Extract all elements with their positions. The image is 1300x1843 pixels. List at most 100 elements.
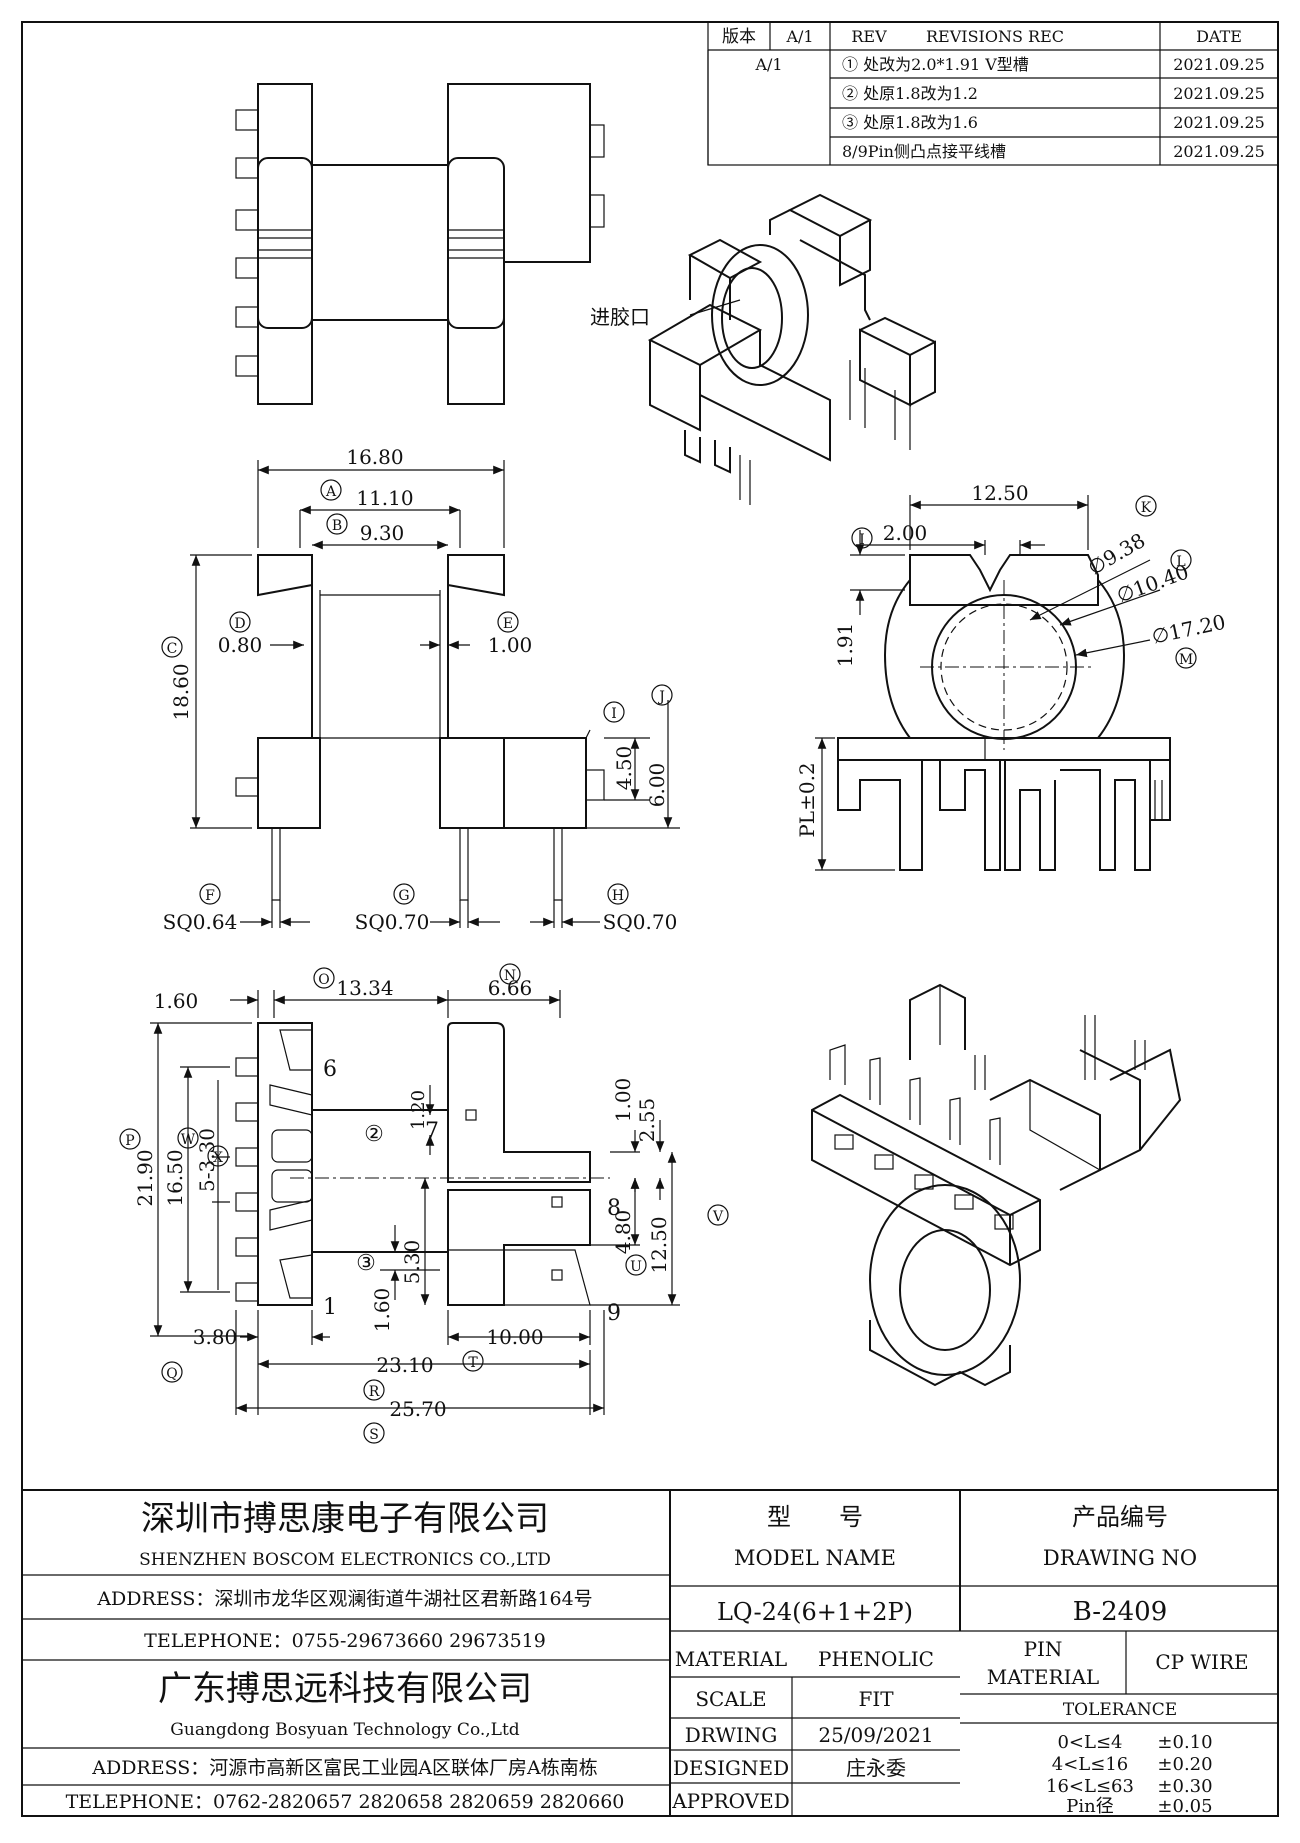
company2-name-cn: 广东搏思远科技有限公司	[158, 1669, 532, 1709]
drawing-date-value: 25/09/2021	[818, 1723, 933, 1747]
svg-text:C: C	[167, 641, 178, 657]
tag-n: N	[499, 963, 521, 985]
model-label-cn: 型 号	[767, 1503, 863, 1531]
rev-col-header: REV	[851, 27, 887, 46]
isometric-view-top: 进胶口	[590, 193, 936, 505]
sheet-border	[21, 21, 1279, 1817]
tag-w: W	[177, 1127, 199, 1149]
rev-row1-rev: A/1	[754, 55, 782, 74]
title-block: 深圳市搏思康电子有限公司 SHENZHEN BOSCOM ELECTRONICS…	[22, 1489, 1278, 1817]
drawing-no-label-cn: 产品编号	[1072, 1503, 1168, 1531]
svg-text:X: X	[213, 1150, 223, 1166]
tolerance-value-2: ±0.20	[1157, 1754, 1212, 1775]
scale-label: SCALE	[695, 1687, 766, 1711]
revision-table: 版本 A/1 REV REVISIONS REC DATE A/1 ① 处改为2…	[707, 21, 1279, 166]
svg-text:U: U	[630, 1259, 642, 1275]
dim-2-55: 2.55	[635, 1098, 659, 1143]
svg-text:Q: Q	[166, 1366, 177, 1382]
rev-rec-header: REVISIONS REC	[926, 27, 1064, 46]
svg-text:I: I	[859, 532, 865, 548]
company-telephone: TELEPHONE：0755-29673660 29673519	[144, 1630, 546, 1652]
rev-edition-value: A/1	[785, 27, 813, 46]
dim-1-00-bottom: 1.00	[611, 1078, 635, 1123]
tolerance-range-4: Pin径	[1066, 1796, 1113, 1817]
tolerance-range-1: 0<L≤4	[1057, 1732, 1122, 1753]
svg-text:D: D	[234, 616, 245, 632]
dim-16-80: 16.80	[346, 445, 403, 469]
rev-row4-date: 2021.09.25	[1173, 142, 1265, 161]
svg-text:J: J	[657, 689, 665, 705]
dim-5-30: 5.30	[400, 1240, 424, 1285]
tag-l: L	[1170, 549, 1192, 571]
dim-6-66: 6.66	[488, 976, 533, 1000]
tolerance-label: TOLERANCE	[1063, 1700, 1177, 1720]
svg-text:N: N	[504, 968, 516, 984]
pin-label-6: 6	[323, 1057, 337, 1082]
dim-4-80: 4.80	[611, 1210, 635, 1255]
pin-material-value: CP WIRE	[1155, 1650, 1248, 1674]
dim-1-20: 1.20	[408, 1090, 429, 1130]
svg-text:V: V	[712, 1209, 724, 1225]
company-name-cn: 深圳市搏思康电子有限公司	[141, 1499, 549, 1539]
dim-0-80: 0.80	[218, 633, 263, 657]
dim-1-60-top: 1.60	[154, 989, 199, 1013]
tag-j: J	[651, 684, 673, 706]
tag-u: U	[625, 1254, 647, 1276]
pin-material-label-2: MATERIAL	[987, 1665, 1099, 1689]
isometric-view-bottom	[811, 983, 1182, 1387]
dim-4-50: 4.50	[612, 746, 636, 791]
tag-q: Q	[161, 1361, 183, 1383]
designed-value: 庄永委	[846, 1756, 906, 1780]
dim-21-90: 21.90	[133, 1149, 157, 1206]
rev-row1-date: 2021.09.25	[1173, 55, 1265, 74]
tolerance-value-3: ±0.30	[1157, 1776, 1212, 1797]
tag-c: C	[161, 636, 183, 658]
tag-v: V	[707, 1204, 729, 1226]
rev-edition-label: 版本	[722, 27, 756, 47]
model-value: LQ-24(6+1+2P)	[717, 1598, 913, 1626]
svg-text:E: E	[503, 616, 513, 632]
svg-text:M: M	[1179, 652, 1193, 668]
tag-g: G	[393, 883, 415, 905]
svg-text:③: ③	[356, 1251, 376, 1276]
tolerance-range-2: 4<L≤16	[1052, 1754, 1128, 1775]
tag-s: S	[363, 1422, 385, 1444]
rev-row3-date: 2021.09.25	[1173, 113, 1265, 132]
dim-13-34: 13.34	[336, 976, 393, 1000]
tolerance-value-1: ±0.10	[1157, 1732, 1212, 1753]
dim-16-50: 16.50	[163, 1149, 187, 1206]
dim-3-80: 3.80	[193, 1325, 238, 1349]
tag-d: D	[229, 611, 251, 633]
svg-text:B: B	[332, 518, 342, 534]
svg-text:K: K	[1141, 500, 1152, 516]
dim-25-70: 25.70	[389, 1397, 446, 1421]
tag-o: O	[313, 967, 335, 989]
dim-9-30: 9.30	[360, 521, 405, 545]
tag-a: A	[320, 479, 342, 501]
company2-address: ADDRESS：河源市高新区富民工业园A区联体厂房A栋南栋	[91, 1757, 598, 1779]
dim-12-50-side: 12.50	[971, 481, 1028, 505]
company-name-en: SHENZHEN BOSCOM ELECTRONICS CO.,LTD	[139, 1550, 551, 1570]
pin-label-7: 7	[425, 1119, 439, 1144]
top-view	[235, 83, 605, 405]
dim-18-60: 18.60	[169, 663, 193, 720]
rev-row3-text: ③ 处原1.8改为1.6	[842, 113, 978, 132]
tag-i-side: I	[851, 527, 873, 549]
svg-text:G: G	[398, 888, 409, 904]
company2-telephone: TELEPHONE：0762-2820657 2820658 2820659 2…	[66, 1791, 625, 1813]
gate-label: 进胶口	[590, 305, 650, 329]
svg-text:T: T	[468, 1355, 478, 1371]
tag-p: P	[119, 1128, 141, 1150]
rev-row2-text: ② 处原1.8改为1.2	[842, 84, 978, 103]
pin-label-8: 8	[607, 1196, 621, 1221]
tag-e: E	[497, 611, 519, 633]
bottom-view: 1.60 13.34 6.66 1.20 1.00 2.55 21.90 16.…	[119, 963, 729, 1444]
side-view: 12.50 2.00 1.91 ∅9.38 ∅10.40 ∅17.20 PL±0…	[795, 481, 1228, 871]
svg-text:②: ②	[364, 1122, 384, 1147]
svg-text:S: S	[369, 1427, 379, 1443]
dim-sq-0-70-a: SQ0.70	[355, 910, 430, 934]
dim-5-3-30: 5-3.30	[195, 1128, 219, 1192]
pin-material-label-1: PIN	[1024, 1637, 1063, 1661]
tag-circled-2: ②	[364, 1122, 384, 1147]
